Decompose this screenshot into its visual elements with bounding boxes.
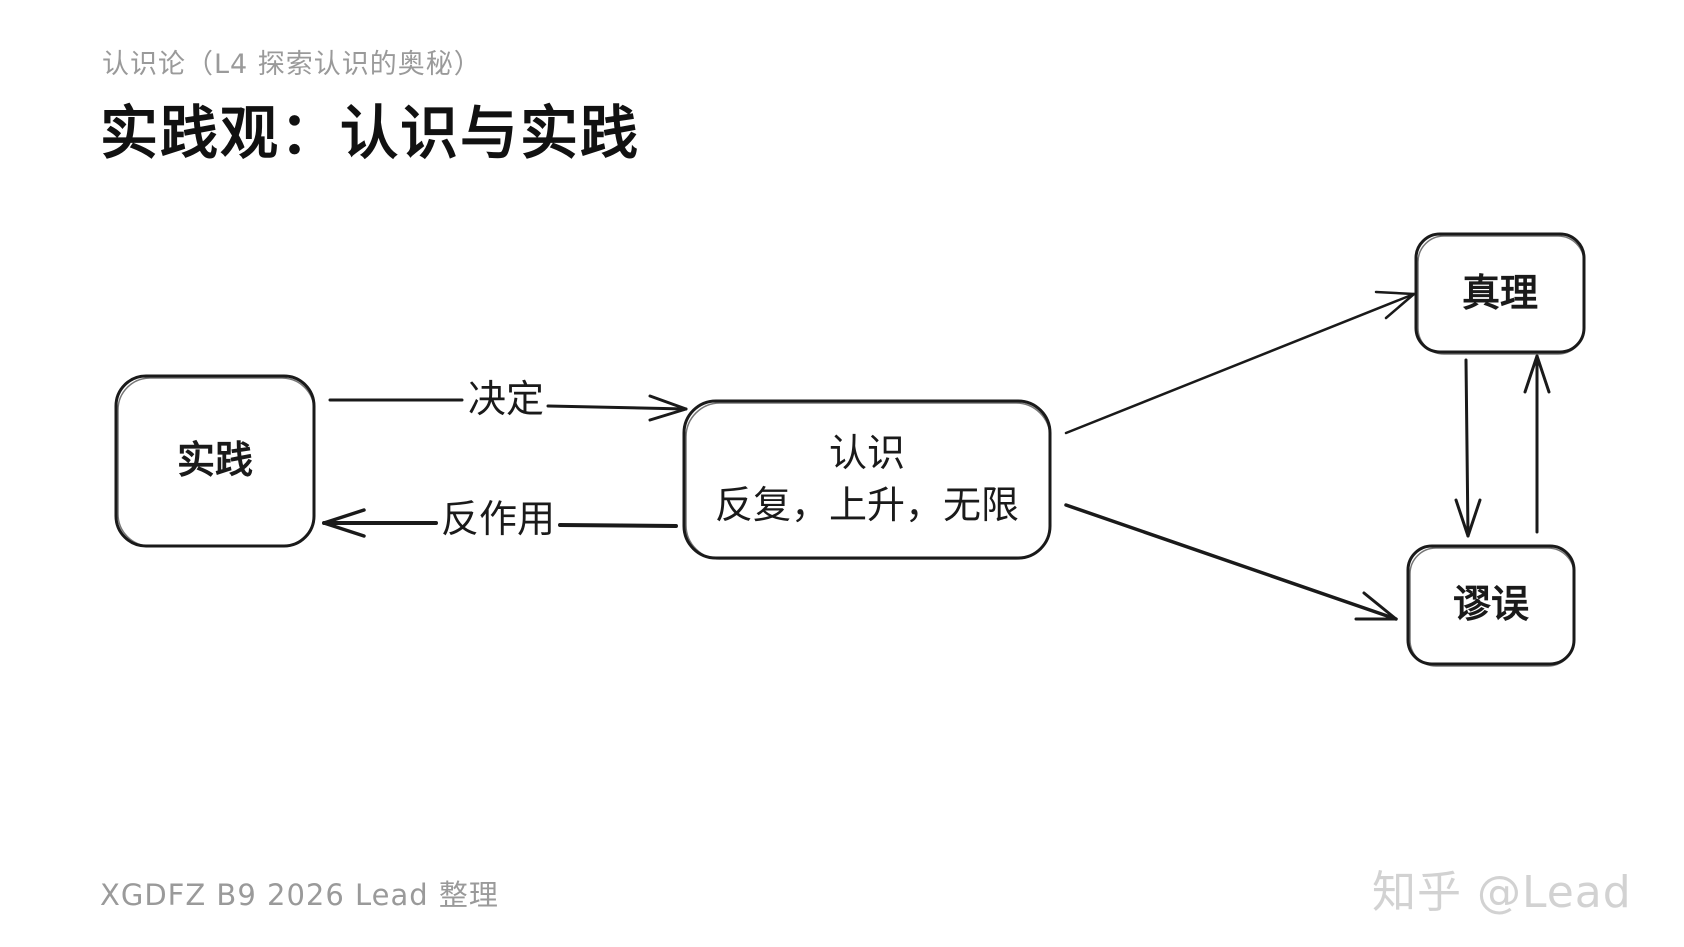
node-truth-label: 真理 (1462, 271, 1538, 315)
slide-title: 实践观：认识与实践 (100, 99, 641, 167)
node-cognition-label: 认识 (829, 431, 905, 475)
node-cognition: 认识 反复，上升，无限 (682, 399, 1052, 560)
node-cognition-sublabel: 反复，上升，无限 (715, 483, 1019, 527)
node-practice: 实践 (114, 374, 316, 548)
footer-credit: XGDFZ B9 2026 Lead 整理 (100, 878, 499, 912)
node-error-label: 谬误 (1453, 582, 1529, 626)
edge-decides: 决定 (328, 377, 688, 422)
node-truth: 真理 (1414, 232, 1586, 355)
edge-reaction-label: 反作用 (441, 497, 555, 541)
slide-subtitle: 认识论（L4 探索认识的奥秘） (102, 49, 482, 80)
node-error: 谬误 (1406, 544, 1576, 667)
edge-reaction: 反作用 (322, 497, 678, 541)
edge-cognition-to-truth (1064, 290, 1416, 435)
watermark: 知乎 @Lead (1372, 867, 1632, 918)
node-practice-label: 实践 (177, 438, 253, 482)
edge-decides-label: 决定 (468, 377, 544, 421)
edge-error-to-truth (1523, 354, 1551, 534)
edge-cognition-to-error (1064, 503, 1398, 621)
edge-truth-to-error (1454, 358, 1482, 538)
